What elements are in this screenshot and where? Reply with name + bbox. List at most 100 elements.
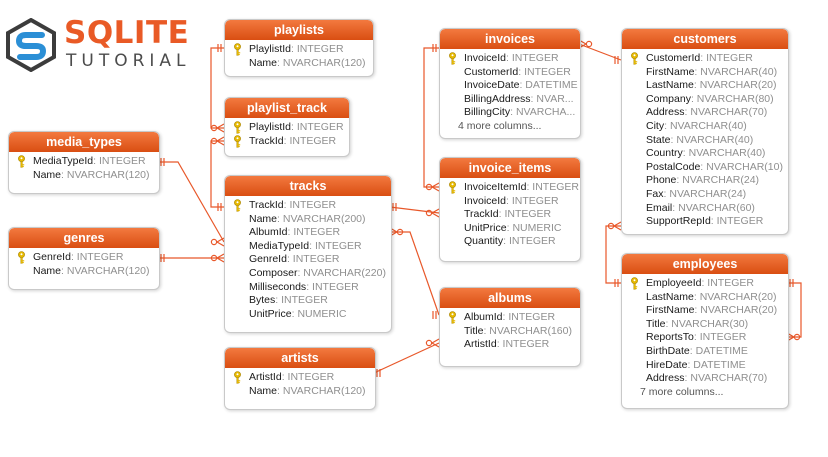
invoice-items-title[interactable]: invoice_items	[440, 158, 580, 178]
field-type-separator: :	[498, 208, 505, 221]
field-type-separator: :	[665, 317, 672, 330]
field-row: MediaTypeId: INTEGER	[225, 240, 391, 254]
field-row: ReportsTo: INTEGER	[622, 331, 788, 345]
many-cardinality-mark	[431, 186, 440, 192]
field-type: INTEGER	[289, 199, 337, 211]
field-row: UnitPrice: NUMERIC	[225, 308, 391, 322]
playlist-track-title[interactable]: playlist_track	[225, 98, 349, 118]
albums-title[interactable]: albums	[440, 288, 580, 308]
field-row: GenreId: INTEGER	[225, 253, 391, 267]
field-type: INTEGER	[287, 371, 335, 383]
sqlite-tutorial-logo: SQLITE TUTORIAL	[4, 14, 194, 76]
field-name: City	[646, 119, 665, 132]
field-type: NVARCHAR(70)	[690, 372, 768, 385]
rel-invoices-invoice-items	[423, 47, 439, 188]
field-type-separator: :	[61, 264, 67, 277]
field-row: Address: NVARCHAR(70)	[622, 372, 788, 386]
field-type-separator: :	[277, 56, 283, 69]
logo-subtitle: TUTORIAL	[66, 51, 191, 71]
field-type: NUMERIC	[297, 307, 347, 320]
field-row: Name: NVARCHAR(120)	[9, 265, 159, 279]
field-row: FirstName: NVARCHAR(40)	[622, 66, 788, 80]
field-type-separator: :	[693, 331, 700, 344]
field-type: NVARCHAR(220)	[303, 266, 386, 279]
field-type-separator: :	[93, 155, 99, 167]
field-type-separator: :	[483, 324, 490, 337]
field-type: INTEGER	[524, 65, 571, 78]
many-cardinality-mark	[613, 225, 622, 231]
key-icon	[234, 121, 241, 134]
field-name: LastName	[646, 290, 694, 303]
field-type: NVARCHAR(160)	[489, 324, 572, 337]
logo-s-icon	[6, 18, 56, 72]
field-type-separator: :	[70, 251, 77, 263]
field-type-separator: :	[676, 174, 683, 187]
field-row: City: NVARCHAR(40)	[622, 120, 788, 134]
media-types-title[interactable]: media_types	[9, 132, 159, 152]
field-type: INTEGER	[508, 235, 556, 248]
field-name: Quantity	[464, 235, 504, 248]
many-cardinality-mark	[431, 342, 440, 348]
field-type-separator: :	[283, 199, 290, 211]
key-icon	[234, 134, 241, 148]
field-type: NVARCHAR(40)	[676, 133, 754, 146]
field-type-separator: :	[503, 235, 509, 248]
field-row: Fax: NVARCHAR(24)	[622, 188, 788, 202]
field-row: Milliseconds: INTEGER	[225, 281, 391, 295]
field-name: PostalCode	[646, 160, 701, 173]
field-type-separator: :	[684, 372, 691, 385]
optional-cardinality-mark	[210, 124, 218, 132]
field-type: INTEGER	[281, 294, 328, 307]
tracks-title[interactable]: tracks	[225, 176, 391, 196]
field-type-separator: :	[510, 106, 516, 119]
field-row: AlbumId: INTEGER	[225, 226, 391, 240]
field-row: EmployeeId: INTEGER	[622, 277, 788, 291]
invoices-title[interactable]: invoices	[440, 29, 580, 49]
optional-cardinality-mark	[425, 339, 433, 347]
optional-cardinality-mark	[425, 183, 433, 191]
optional-cardinality-mark	[210, 254, 218, 262]
field-row: TrackId: INTEGER	[225, 199, 391, 213]
many-cardinality-mark	[216, 257, 225, 263]
field-row: Name: NVARCHAR(120)	[9, 169, 159, 183]
artists-title[interactable]: artists	[225, 348, 375, 368]
field-type: INTEGER	[296, 43, 344, 55]
more-columns-link[interactable]: 4 more columns...	[458, 119, 542, 132]
field-type: NVARCHA...	[515, 106, 576, 119]
many-cardinality-mark	[431, 208, 440, 214]
field-name: TrackId	[464, 208, 499, 221]
more-columns-link[interactable]: 7 more columns...	[640, 385, 724, 398]
many-cardinality-mark	[216, 136, 225, 142]
optional-cardinality-mark	[585, 40, 593, 48]
field-name: LastName	[646, 79, 694, 92]
field-name: BillingCity	[464, 106, 511, 119]
field-type: NVARCHAR(120)	[66, 168, 150, 181]
field-type-separator: :	[506, 52, 512, 64]
employees-title[interactable]: employees	[622, 254, 788, 274]
field-type: NVARCHAR(20)	[699, 290, 777, 303]
field-type: INTEGER	[699, 331, 747, 344]
field-type-separator: :	[526, 181, 533, 193]
field-type: NVARCHAR(30)	[671, 317, 749, 330]
field-type-separator: :	[663, 187, 670, 200]
field-name: ArtistId	[249, 371, 282, 383]
rel-playlists-playlist-track	[210, 47, 224, 129]
genres-title[interactable]: genres	[9, 228, 159, 248]
customers-title[interactable]: customers	[622, 29, 788, 49]
playlists-title[interactable]: playlists	[225, 20, 373, 40]
field-type: INTEGER	[716, 215, 764, 228]
field-name: Address	[646, 372, 685, 385]
